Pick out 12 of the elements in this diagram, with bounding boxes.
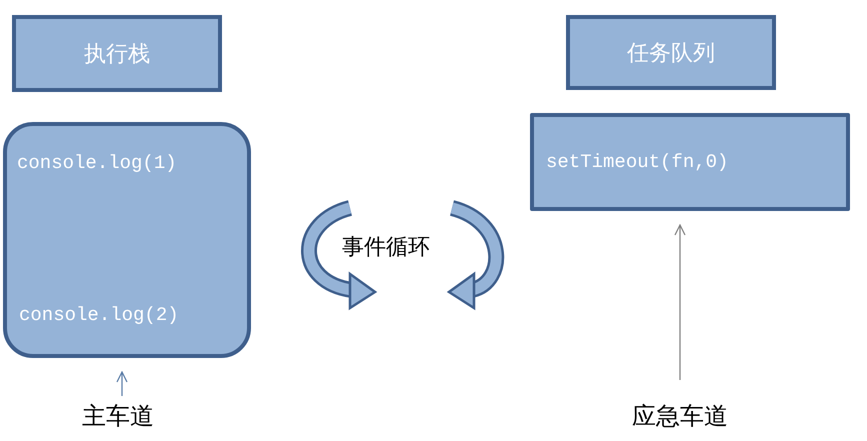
queue-box xyxy=(530,113,850,211)
lane-label: 主车道 xyxy=(58,400,178,436)
arrow xyxy=(674,224,686,380)
code-line: setTimeout(fn,0) xyxy=(546,151,728,173)
lane-label: 应急车道 xyxy=(610,400,750,436)
code-line: console.log(1) xyxy=(17,152,177,174)
title-box: 执行栈 xyxy=(12,15,222,92)
loop-label: 事件循环 xyxy=(342,234,430,262)
arrow xyxy=(116,371,128,396)
title-box: 任务队列 xyxy=(566,15,776,90)
code-line: console.log(2) xyxy=(19,304,179,326)
stack-box xyxy=(3,122,251,358)
